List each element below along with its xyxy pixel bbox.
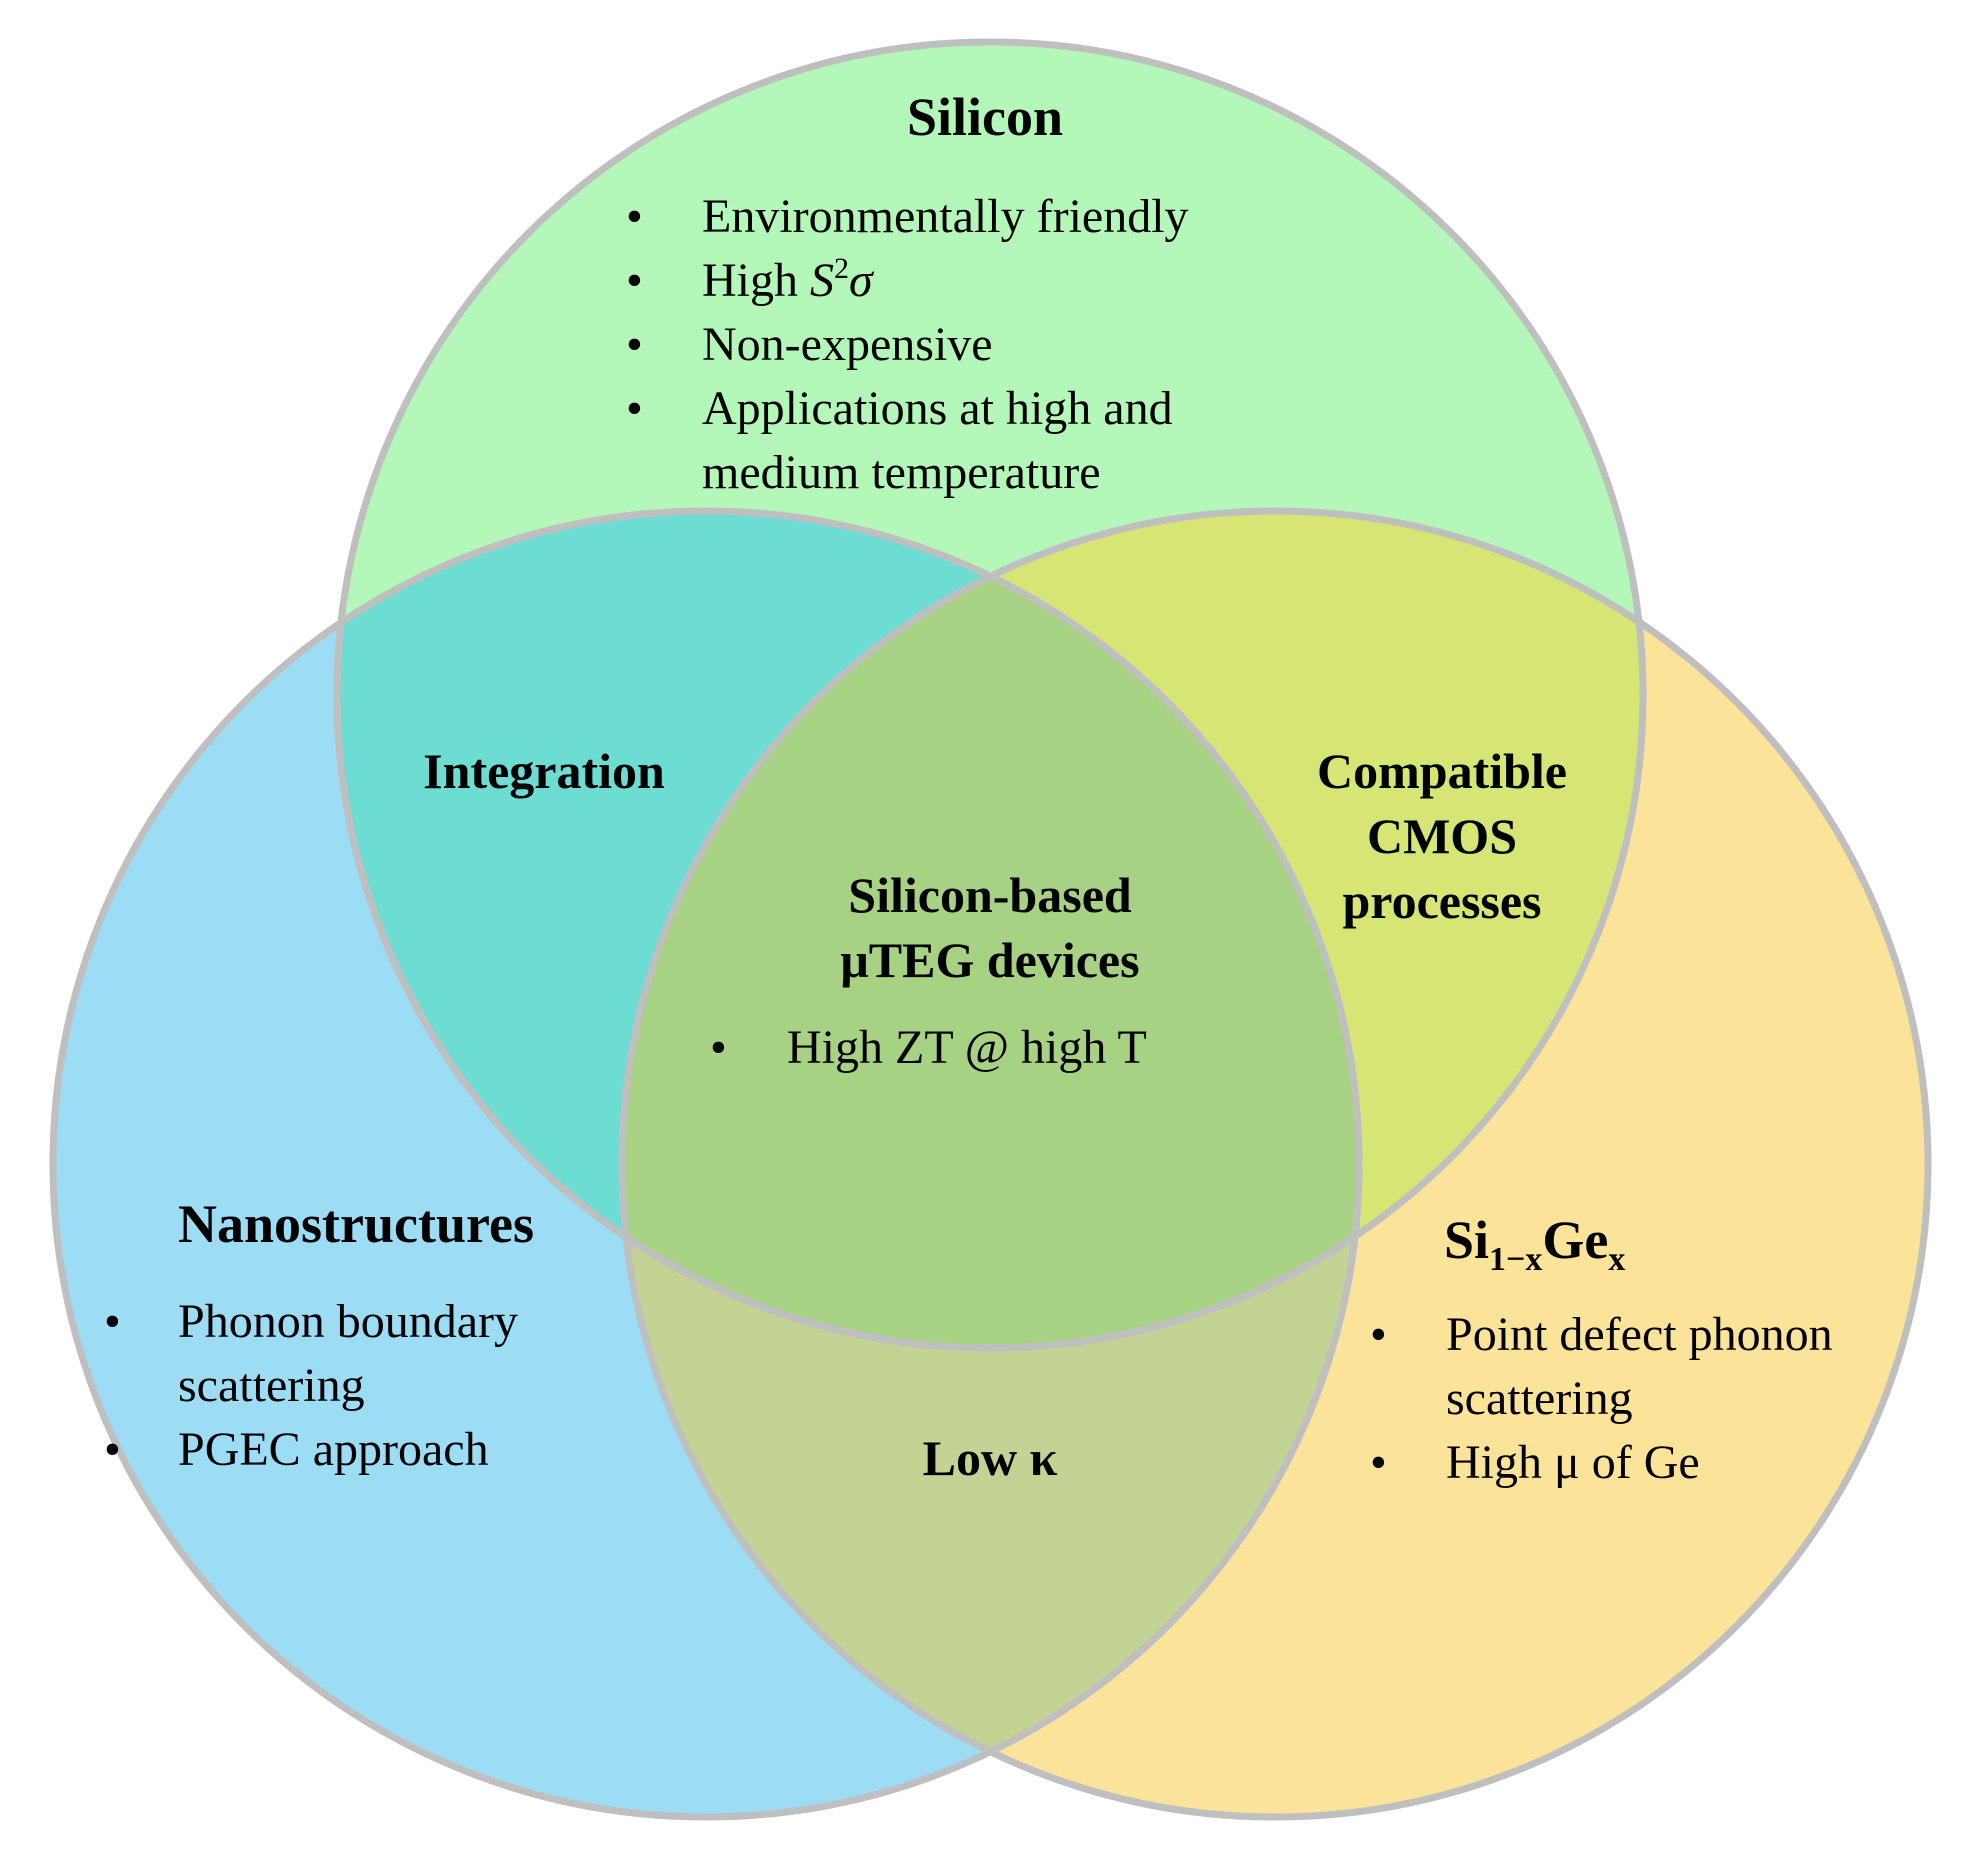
silicon-title: Silicon	[907, 87, 1063, 147]
center-title-2: μTEG devices	[840, 932, 1139, 988]
bullet: •	[104, 1423, 121, 1476]
bullet: •	[626, 254, 643, 307]
integration-label: Integration	[423, 743, 665, 799]
silicon-bullet-3: Non-expensive	[702, 318, 993, 371]
center-bullet: High ZT @ high T	[787, 1021, 1147, 1074]
low-kappa-label: Low κ	[923, 1430, 1058, 1486]
bullet: •	[1370, 1308, 1387, 1361]
nanostructures-outline	[49, 507, 1363, 1821]
bullet: •	[626, 190, 643, 243]
sige-title: Si1−xGex	[1444, 1210, 1625, 1278]
cmos-label-2: CMOS	[1367, 808, 1517, 864]
nanostructures-title: Nanostructures	[178, 1194, 534, 1254]
bullet: •	[104, 1295, 121, 1348]
center-title-1: Silicon-based	[848, 867, 1132, 923]
silicon-bullet-4: Applications at high and	[702, 382, 1173, 435]
nano-bullet-1: Phonon boundary	[178, 1295, 518, 1348]
silicon-outline	[333, 38, 1647, 1352]
bullet: •	[710, 1021, 727, 1074]
silicon-bullet-2: High S2σ	[702, 252, 875, 307]
silicon-bullet-1: Environmentally friendly	[702, 190, 1189, 243]
sige-outline	[618, 507, 1932, 1821]
sige-bullet-1: Point defect phonon	[1446, 1308, 1833, 1361]
sige-bullet-1-cont: scattering	[1446, 1372, 1633, 1425]
silicon-bullet-4-cont: medium temperature	[702, 446, 1101, 499]
sige-bullet-2: High μ of Ge	[1446, 1436, 1700, 1489]
bullet: •	[1370, 1436, 1387, 1489]
nano-bullet-1-cont: scattering	[178, 1359, 365, 1412]
bullet: •	[626, 382, 643, 435]
bullet: •	[626, 318, 643, 371]
nano-bullet-2: PGEC approach	[178, 1423, 489, 1476]
cmos-label-1: Compatible	[1317, 743, 1567, 799]
cmos-label-3: processes	[1342, 873, 1541, 929]
center-overlap	[622, 511, 1359, 1348]
